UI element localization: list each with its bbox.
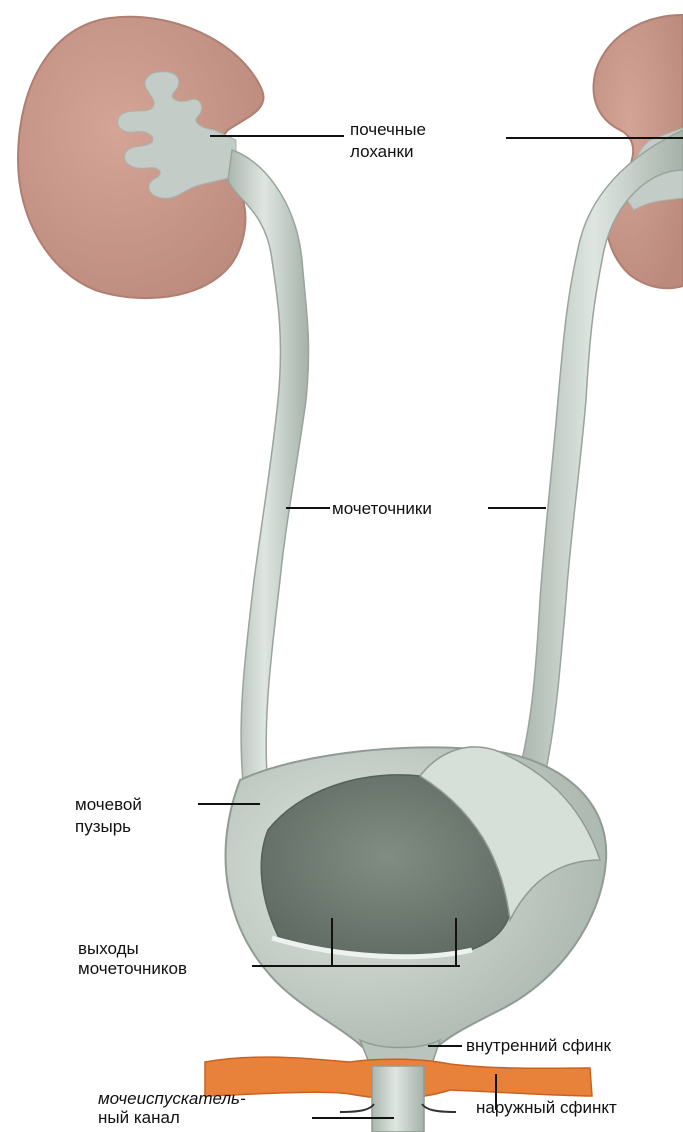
label-ureter-openings-line1: выходы (78, 939, 139, 959)
label-renal-pelvis-line1: почечные (350, 120, 426, 140)
label-internal-sphincter: внутренний сфинк (466, 1036, 611, 1056)
label-external-sphincter: наружный сфинкт (476, 1098, 617, 1118)
bladder (226, 747, 607, 1070)
label-ureters: мочеточники (332, 499, 432, 519)
label-urethra-line1: мочеиспускатель- (98, 1089, 246, 1109)
label-bladder-line2: пузырь (75, 817, 131, 837)
label-bladder-line1: мочевой (75, 795, 142, 815)
left-kidney (18, 17, 264, 298)
label-renal-pelvis-line2: лоханки (350, 142, 413, 162)
label-ureter-openings-line2: мочеточников (78, 959, 187, 979)
label-urethra-line2: ный канал (98, 1108, 180, 1128)
